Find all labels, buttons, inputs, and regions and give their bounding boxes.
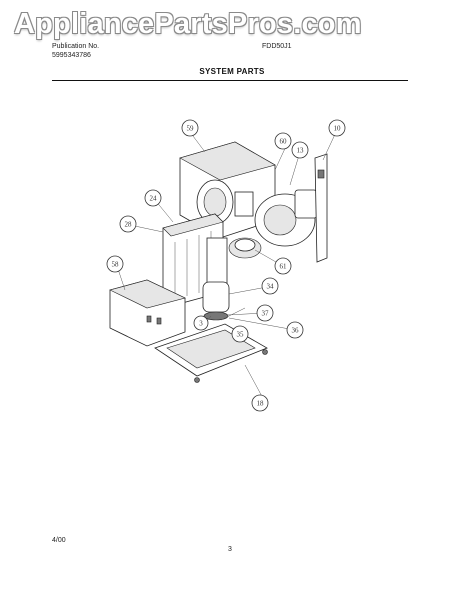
svg-text:59: 59 [187,125,195,133]
callout-58: 58 [106,255,124,273]
callout-36: 36 [286,321,304,339]
svg-text:35: 35 [237,331,245,339]
blower-scroll [254,189,318,247]
callout-18: 18 [251,394,269,412]
side-bracket [314,153,328,263]
exploded-parts-diagram: 59 60 10 13 24 28 61 58 34 37 3 35 36 18 [106,119,346,412]
water-bucket [109,279,186,347]
revision-date: 4/00 [52,537,66,544]
callout-37: 37 [256,304,274,322]
model-number: FDD50J1 [262,43,292,50]
title-rule [52,80,408,81]
svg-text:28: 28 [125,221,133,229]
svg-text:3: 3 [199,320,203,328]
svg-text:60: 60 [280,138,288,146]
publication-number: 5995343786 [52,52,91,59]
callout-10: 10 [328,119,346,137]
callout-60: 60 [274,132,292,150]
callout-13: 13 [291,141,309,159]
blower-wheel [228,237,262,259]
callout-35: 35 [231,325,249,343]
publication-label: Publication No. [52,43,100,50]
svg-text:61: 61 [280,263,288,271]
callout-34: 34 [261,277,279,295]
page-number: 3 [228,546,232,553]
fan-housing [179,141,276,239]
svg-text:18: 18 [257,400,265,408]
callout-59: 59 [181,119,199,137]
svg-text:58: 58 [112,261,120,269]
callout-24: 24 [144,189,162,207]
svg-text:13: 13 [297,147,305,155]
svg-text:36: 36 [292,327,300,335]
svg-text:10: 10 [334,125,342,133]
callout-61: 61 [274,257,292,275]
page-title: SYSTEM PARTS [199,67,265,76]
svg-text:37: 37 [262,310,270,318]
svg-text:24: 24 [150,195,158,203]
callout-3: 3 [193,315,209,331]
callout-28: 28 [119,215,137,233]
compressor [202,281,230,321]
svg-text:34: 34 [267,283,275,291]
watermark-logo: AppliancePartsPros.com [14,8,362,40]
